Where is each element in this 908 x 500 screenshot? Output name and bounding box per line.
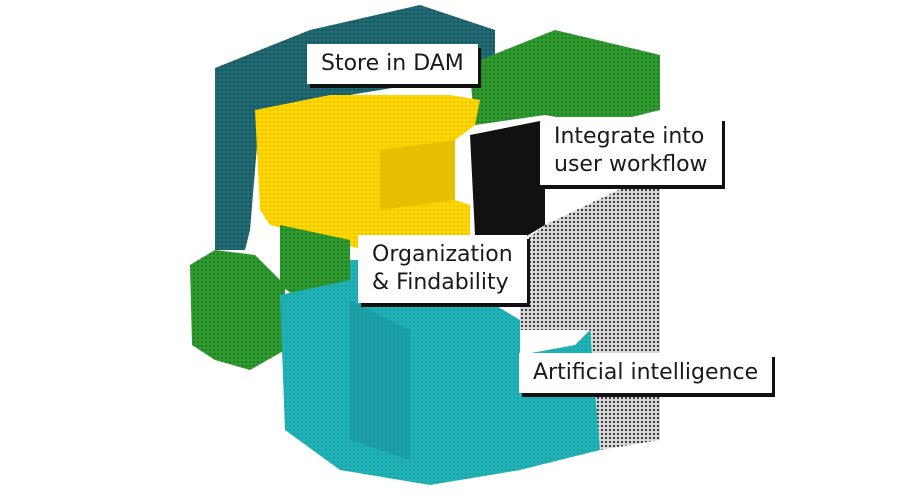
label-artificial-intelligence: Artificial intelligence xyxy=(519,353,773,393)
teal-front-block xyxy=(280,260,600,485)
yellow-block xyxy=(255,95,480,255)
green-middle-block xyxy=(280,225,350,300)
integrate-line2: user workflow xyxy=(554,152,708,177)
green-top-block xyxy=(470,30,660,240)
label-integrate-workflow: Integrate into user workflow xyxy=(540,117,722,185)
organization-line2: & Findability xyxy=(372,270,509,295)
label-store-in-dam: Store in DAM xyxy=(307,44,478,84)
label-organization-findability: Organization & Findability xyxy=(358,235,527,303)
ai-text: Artificial intelligence xyxy=(533,360,759,385)
organization-line1: Organization xyxy=(372,242,513,267)
store-text: Store in DAM xyxy=(321,51,464,76)
green-left-block xyxy=(190,250,285,370)
integrate-line1: Integrate into xyxy=(554,124,705,149)
